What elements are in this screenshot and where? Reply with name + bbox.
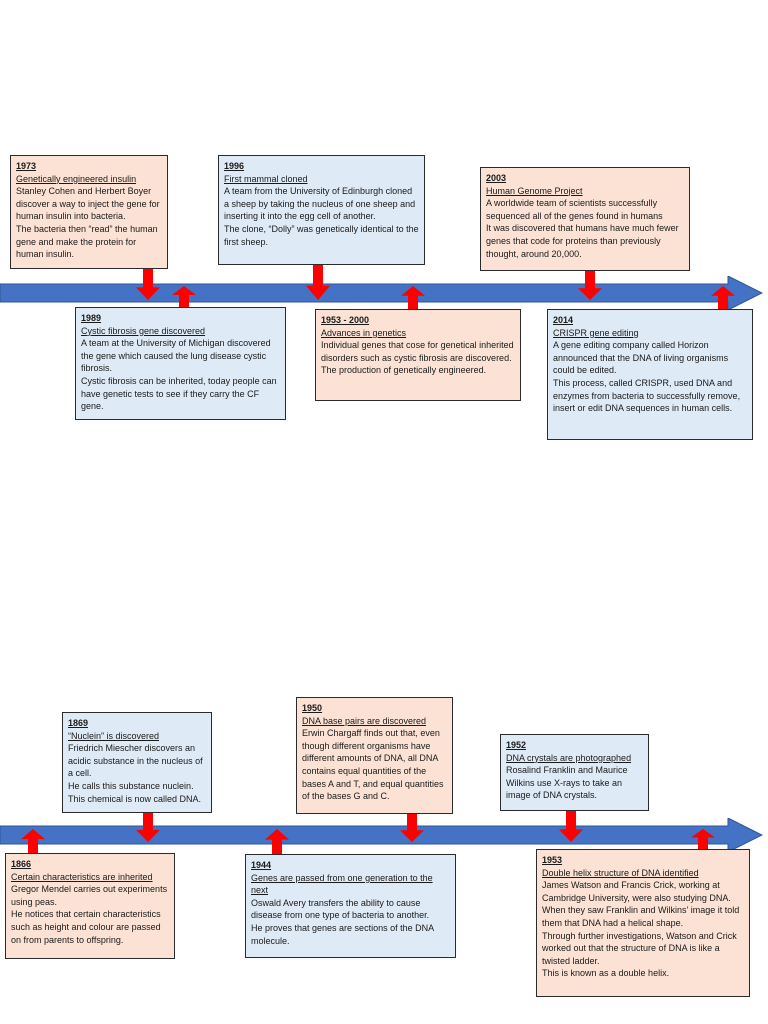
event-title: Genes are passed from one generation to … (251, 872, 433, 896)
event-box-1989: 1989 Cystic fibrosis gene discovered A t… (75, 307, 286, 420)
connector-arrow-up-1953-2000 (401, 286, 425, 310)
event-title: Genetically engineered insulin (16, 173, 137, 184)
event-body: Erwin Chargaff finds out that, even thou… (302, 728, 444, 802)
connector-arrow-down-1952 (559, 811, 583, 842)
timeline-bar-bottom (0, 818, 764, 852)
connector-arrow-up-1866 (21, 829, 45, 854)
connector-arrow-down-1996 (306, 265, 330, 300)
event-title: CRISPR gene editing (553, 327, 639, 338)
event-title: “Nuclein” is discovered (68, 730, 160, 741)
event-box-1866: 1866 Certain characteristics are inherit… (5, 853, 175, 959)
event-title: Human Genome Project (486, 185, 583, 196)
event-body: Oswald Avery transfers the ability to ca… (251, 897, 434, 946)
event-year: 2014 (553, 315, 574, 325)
event-year: 1950 (302, 703, 323, 713)
timeline-bar-top (0, 276, 764, 310)
event-body: Individual genes that cose for genetical… (321, 340, 514, 376)
event-title: Cystic fibrosis gene discovered (81, 325, 206, 336)
event-body: James Watson and Francis Crick, working … (542, 880, 740, 979)
event-box-1869: 1869 “Nuclein” is discovered Friedrich M… (62, 712, 212, 813)
event-body: Friedrich Miescher discovers an acidic s… (68, 743, 203, 804)
event-year: 1866 (11, 859, 32, 869)
event-year: 1952 (506, 740, 527, 750)
event-body: A gene editing company called Horizon an… (553, 340, 741, 414)
event-box-2014: 2014 CRISPR gene editing A gene editing … (547, 309, 753, 440)
connector-arrow-up-1944 (265, 829, 289, 855)
event-title: First mammal cloned (224, 173, 308, 184)
event-body: A team from the University of Edinburgh … (224, 186, 419, 247)
connector-arrow-down-1950 (400, 813, 424, 842)
event-title: Certain characteristics are inherited (11, 871, 153, 882)
event-box-1950: 1950 DNA base pairs are discovered Erwin… (296, 697, 453, 814)
connector-arrow-down-1869 (136, 812, 160, 842)
event-year: 1996 (224, 161, 245, 171)
connector-arrow-up-1989 (172, 286, 196, 308)
event-box-1953-2000: 1953 - 2000 Advances in genetics Individ… (315, 309, 521, 401)
event-body: A worldwide team of scientists successfu… (486, 198, 679, 259)
connector-arrow-up-1953 (691, 829, 715, 850)
event-year: 1869 (68, 718, 89, 728)
event-box-1996: 1996 First mammal cloned A team from the… (218, 155, 425, 265)
event-year: 1989 (81, 313, 102, 323)
event-year: 1973 (16, 161, 37, 171)
connector-arrow-up-2014 (711, 286, 735, 310)
event-box-1944: 1944 Genes are passed from one generatio… (245, 854, 456, 958)
event-year: 2003 (486, 173, 507, 183)
event-body: A team at the University of Michigan dis… (81, 338, 277, 412)
connector-arrow-down-1973 (136, 269, 160, 300)
event-body: Stanley Cohen and Herbert Boyer discover… (16, 186, 160, 260)
event-title: DNA base pairs are discovered (302, 715, 427, 726)
event-year: 1953 (542, 855, 563, 865)
event-year: 1953 - 2000 (321, 315, 370, 325)
event-title: Advances in genetics (321, 327, 407, 338)
event-body: Gregor Mendel carries out experiments us… (11, 884, 168, 945)
event-title: Double helix structure of DNA identified (542, 867, 699, 878)
event-body: Rosalind Franklin and Maurice Wilkins us… (506, 765, 628, 801)
event-year: 1944 (251, 860, 272, 870)
event-box-1973: 1973 Genetically engineered insulin Stan… (10, 155, 168, 269)
event-box-1952: 1952 DNA crystals are photographed Rosal… (500, 734, 649, 811)
connector-arrow-down-2003 (578, 271, 602, 300)
event-title: DNA crystals are photographed (506, 752, 632, 763)
event-box-1953: 1953 Double helix structure of DNA ident… (536, 849, 750, 997)
event-box-2003: 2003 Human Genome Project A worldwide te… (480, 167, 690, 271)
